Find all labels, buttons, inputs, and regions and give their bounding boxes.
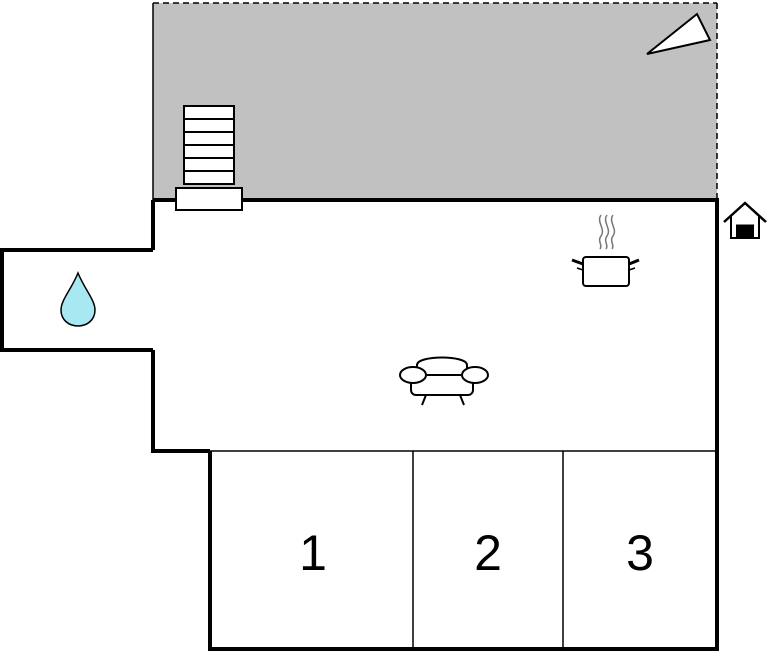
- room-3-label: 3: [626, 525, 654, 581]
- bathroom: [0, 248, 153, 352]
- terrace-area: [153, 3, 717, 200]
- terrace-doorstep: [175, 187, 243, 211]
- north-arrow-icon: [646, 12, 712, 55]
- main-living-area: [151, 198, 719, 453]
- sofa-icon: [399, 356, 489, 406]
- cooking-pot-icon: [571, 214, 640, 287]
- room-2-label: 2: [474, 525, 502, 581]
- house-entrance-icon: [723, 201, 767, 239]
- water-drop-icon: [60, 271, 96, 327]
- bedrooms-block: [208, 450, 719, 651]
- room-1-label: 1: [299, 525, 327, 581]
- stairs-icon: [183, 105, 235, 185]
